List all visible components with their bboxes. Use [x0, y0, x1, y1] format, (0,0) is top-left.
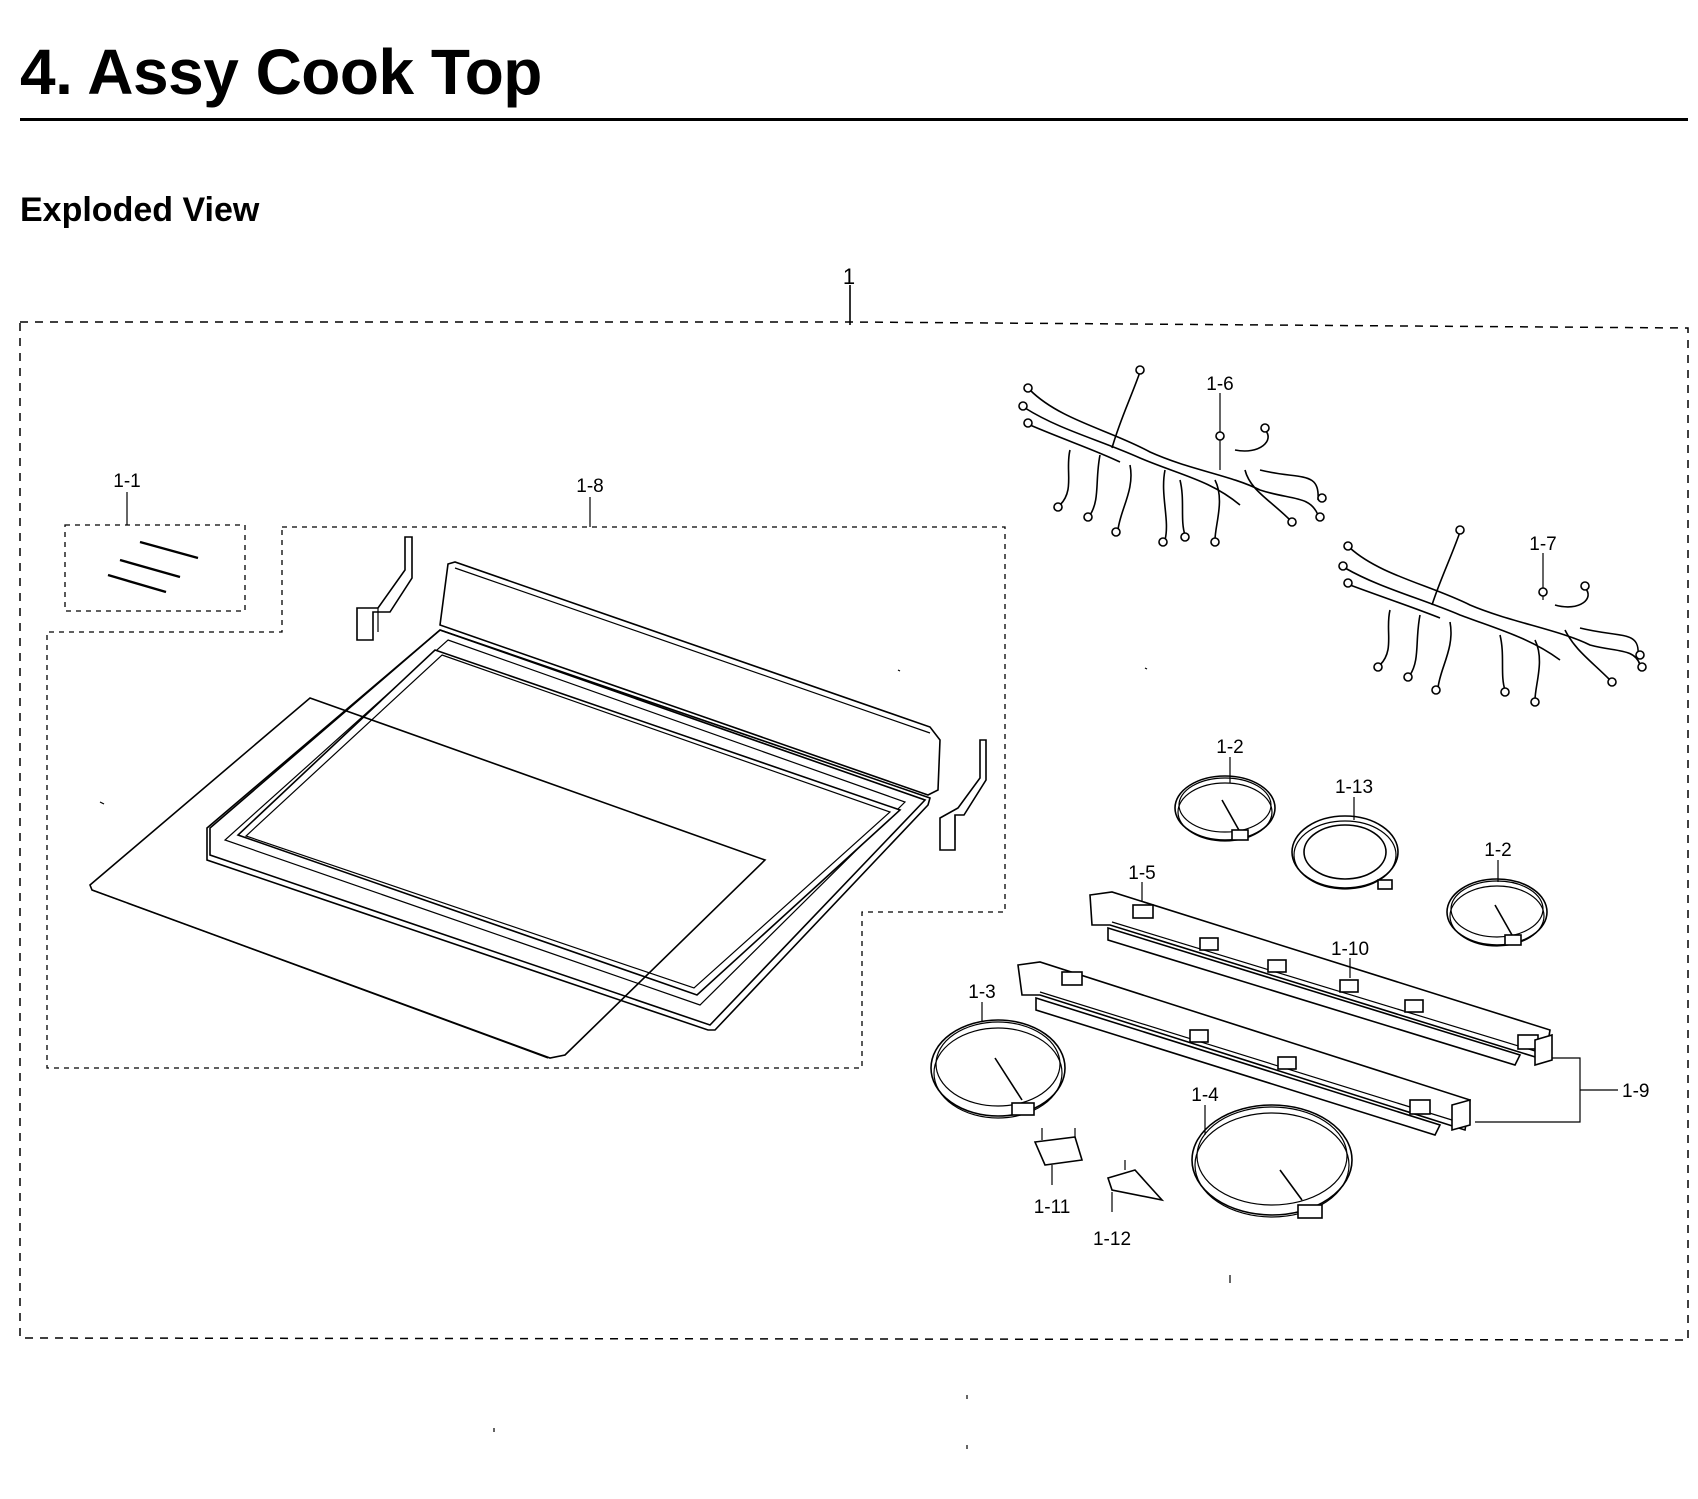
part-1-13-ring: 1-13	[1291, 777, 1399, 890]
callout-1: 1	[843, 264, 855, 289]
section-title: Exploded View	[20, 191, 260, 229]
callout-1-7: 1-7	[1529, 534, 1556, 555]
part-1-5-bracket-upper: 1-5	[1089, 863, 1553, 1067]
callout-1-2-right: 1-2	[1484, 840, 1511, 861]
callout-1-13: 1-13	[1335, 777, 1373, 798]
part-1-6-wire-harness: 1-6	[1018, 365, 1327, 547]
callout-1-2-left: 1-2	[1216, 737, 1243, 758]
part-1-9-bracket-lower: 1-9	[1017, 961, 1649, 1136]
part-1-1-spacers: 1-1	[64, 471, 246, 612]
part-1-2-heater-right: 1-2	[1446, 840, 1548, 947]
assembly-boundary: 1	[19, 264, 1689, 1341]
callout-1-11: 1-11	[1034, 1197, 1071, 1218]
callout-1-12: 1-12	[1093, 1229, 1131, 1250]
callout-1-8: 1-8	[576, 476, 603, 497]
callout-1-6: 1-6	[1206, 374, 1233, 395]
title-rule	[20, 118, 1688, 121]
part-1-10-connector: 1-10	[1331, 939, 1369, 978]
part-1-3-heater-large: 1-3	[930, 982, 1066, 1119]
part-1-2-heater-left: 1-2	[1174, 737, 1276, 842]
callout-1-1: 1-1	[113, 471, 140, 492]
page-title: 4. Assy Cook Top	[20, 36, 542, 108]
part-1-4-heater-xlarge: 1-4	[1191, 1085, 1353, 1283]
callout-1-4: 1-4	[1191, 1085, 1219, 1106]
part-1-8-cooktop-frame: 1-8	[46, 476, 1148, 1069]
part-1-11-clip: 1-11	[1034, 1128, 1084, 1218]
callout-1-10: 1-10	[1331, 939, 1369, 960]
callout-1-5: 1-5	[1128, 863, 1155, 884]
callout-1-3: 1-3	[968, 982, 995, 1003]
scan-specks	[493, 1395, 968, 1449]
part-1-12-bracket: 1-12	[1093, 1160, 1165, 1250]
callout-1-9: 1-9	[1622, 1081, 1649, 1102]
part-1-7-wire-harness: 1-7	[1338, 525, 1647, 707]
